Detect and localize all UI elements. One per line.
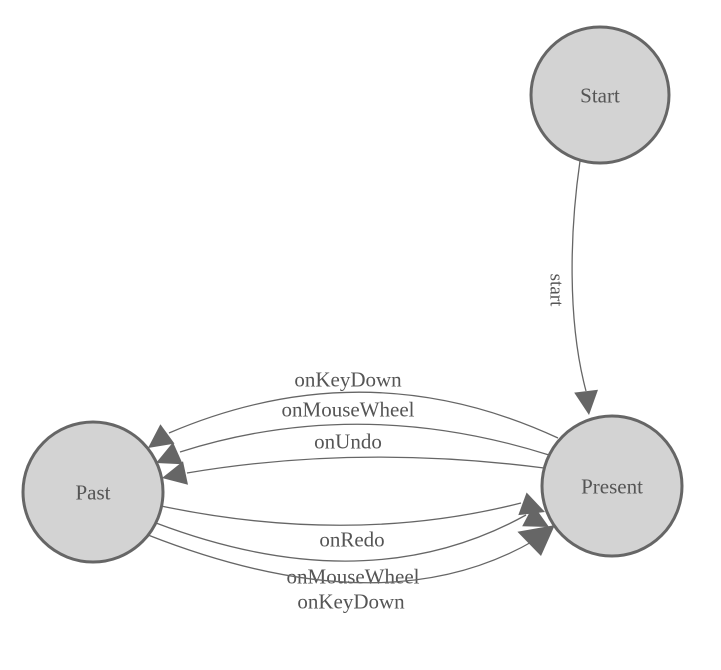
arrowhead-icon [574, 389, 598, 415]
edge-label: onKeyDown [294, 367, 402, 391]
transition-present-to-past-onkeydown: onKeyDown [148, 367, 559, 448]
edge-path [168, 391, 559, 439]
transition-present-to-past-onmousewheel: onMouseWheel [156, 397, 550, 465]
edge-label: onMouseWheel [287, 564, 420, 588]
transition-past-to-present-onmousewheel: onMouseWheel [155, 505, 549, 588]
arrowhead-icon [162, 461, 188, 485]
state-label: Start [580, 83, 620, 107]
state-node-present: Present [540, 414, 684, 558]
edge-label: onRedo [319, 527, 384, 551]
state-circle [540, 414, 684, 558]
edge-label: onUndo [314, 429, 382, 453]
arrowhead-icon [522, 505, 549, 527]
transition-past-to-present-onredo: onRedo [160, 492, 545, 551]
edge-label: onKeyDown [297, 589, 405, 613]
edge-path [160, 502, 522, 526]
arrowhead-icon [517, 525, 555, 556]
state-circle [529, 25, 671, 165]
arrowhead-icon [518, 492, 545, 516]
edge-path [179, 423, 550, 456]
transition-past-to-present-onkeydown: onKeyDown [147, 525, 555, 613]
state-label: Past [75, 480, 110, 504]
transition-present-to-past-onundo: onUndo [162, 429, 545, 485]
edge-path [186, 456, 545, 474]
state-label: Present [581, 474, 643, 498]
state-node-past: Past [21, 420, 165, 564]
transition-start-to-present-start: start [545, 160, 598, 415]
state-circle [21, 420, 165, 564]
edge-path [147, 534, 536, 584]
edge-path [571, 160, 587, 392]
edge-label: onMouseWheel [282, 397, 415, 421]
state-node-start: Start [529, 25, 671, 165]
arrowhead-icon [148, 424, 175, 448]
edge-path [155, 514, 527, 562]
edge-label: start [545, 274, 566, 307]
arrowhead-icon [156, 442, 183, 465]
